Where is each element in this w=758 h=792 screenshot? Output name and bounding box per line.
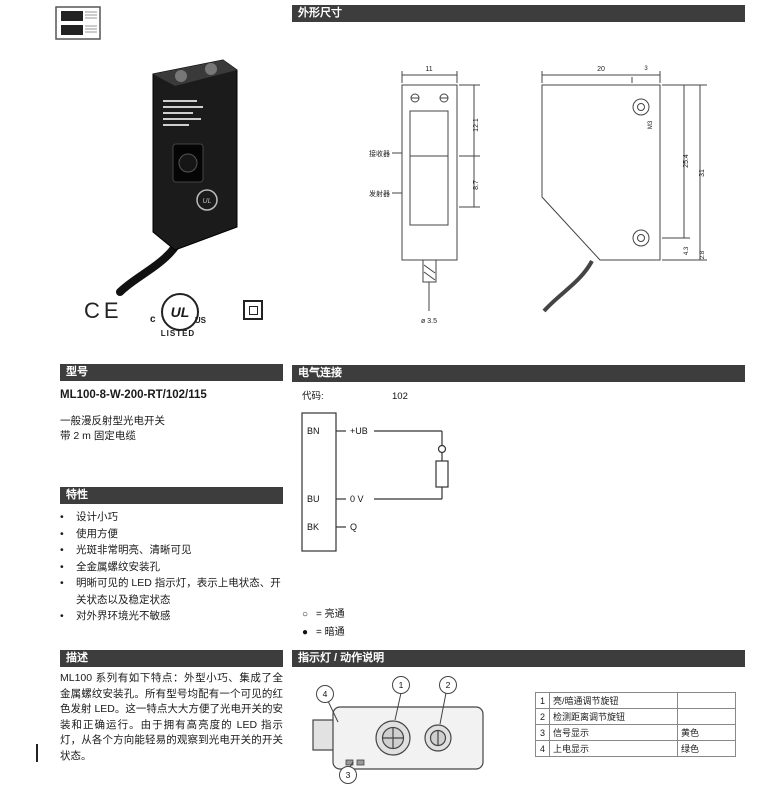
table-row: 3 信号显示 黄色 <box>535 724 736 741</box>
terminal-bn: BN <box>307 426 320 436</box>
ul-mark: c UL US LISTED <box>150 293 206 338</box>
signal-0v: 0 V <box>350 494 364 504</box>
ul-circle: UL <box>161 293 199 331</box>
table-row: 4 上电显示 绿色 <box>535 740 736 757</box>
list-item: •设计小巧 <box>60 511 118 523</box>
model-code: ML100-8-W-200-RT/102/115 <box>60 389 207 401</box>
dim-side-offset: 3 <box>644 66 648 72</box>
legend-dark-on-text: = 暗通 <box>316 625 345 638</box>
svg-text:UL: UL <box>203 198 212 205</box>
terminal-bu: BU <box>307 494 320 504</box>
wiring-diagram: 代码: 102 BN +UB BU 0 V BK Q ○ = 亮通 ● = 暗通 <box>292 385 745 650</box>
model-desc-1: 一般漫反射型光电开关 <box>60 415 165 427</box>
legend-dark-on-symbol: ● <box>302 627 308 638</box>
dim-side-width: 20 <box>597 66 605 73</box>
dim-front-cable: ø 3.5 <box>421 318 437 325</box>
indicator-table: 1 亮/暗通调节旋钮 2 检测距离调节旋钮 3 信号显示 黄色 4 上电显示 绿… <box>535 692 736 757</box>
dim-front-lower: 8.7 <box>473 180 480 190</box>
receiver-label: 接收器 <box>369 149 390 158</box>
description-text: ML100 系列有如下特点：外型小巧、集成了全金属螺纹安装孔。所有型号均配有一个… <box>60 672 283 762</box>
dim-side-3: 4.3 <box>684 246 690 255</box>
dimension-drawing: 11 12.1 8.7 接收器 发射器 ø 3.5 20 3 M3 25.4 3… <box>292 25 745 360</box>
product-photo: UL <box>115 52 265 302</box>
dim-front-width: 11 <box>425 66 432 73</box>
callout-1: 1 <box>399 680 404 690</box>
section-header-features: 特性 <box>60 487 283 504</box>
list-item: •明晰可见的 LED 指示灯，表示上电状态、开关状态以及稳定状态 <box>60 577 281 606</box>
section-header-dimensions: 外形尺寸 <box>292 5 745 22</box>
list-item: •光斑非常明亮、清晰可见 <box>60 544 192 556</box>
callout-3: 3 <box>346 770 351 780</box>
emitter-label: 发射器 <box>369 189 390 198</box>
features-list: •设计小巧 •使用方便 •光斑非常明亮、清晰可见 •全金属螺纹安装孔 •明晰可见… <box>60 509 283 625</box>
ul-c-label: c <box>150 314 156 325</box>
legend-light-on-symbol: ○ <box>302 609 308 620</box>
code-value: 102 <box>392 391 408 402</box>
callout-2: 2 <box>446 680 451 690</box>
signal-ub: +UB <box>350 426 368 436</box>
dim-front-upper: 12.1 <box>473 118 480 132</box>
model-desc-2: 带 2 m 固定电缆 <box>60 430 136 442</box>
dim-side-thread: M3 <box>648 120 654 129</box>
section-header-electrical: 电气连接 <box>292 365 745 382</box>
callout-4: 4 <box>323 689 328 699</box>
signal-q: Q <box>350 522 357 532</box>
table-row: 1 亮/暗通调节旋钮 <box>535 692 736 709</box>
ul-us-label: US <box>194 316 206 325</box>
section-header-indicators: 指示灯 / 动作说明 <box>292 650 745 667</box>
list-item: •对外界环境光不敏感 <box>60 610 171 622</box>
list-item: •使用方便 <box>60 527 118 540</box>
legend-light-on-text: = 亮通 <box>316 607 345 620</box>
dim-side-2: 31 <box>699 169 706 177</box>
page-edge-mark <box>36 744 38 762</box>
terminal-bk: BK <box>307 522 319 532</box>
code-label: 代码: <box>302 391 324 402</box>
section-header-model: 型号 <box>60 364 283 381</box>
list-item: •全金属螺纹安装孔 <box>60 560 160 573</box>
section-header-description: 描述 <box>60 650 283 667</box>
table-row: 2 检测距离调节旋钮 <box>535 708 736 725</box>
ul-listed-label: LISTED <box>160 329 196 338</box>
indicator-drawing: 1 2 4 3 <box>298 672 538 792</box>
ce-mark: CE <box>84 298 123 323</box>
dim-side-4: 2.8 <box>700 250 706 259</box>
logo <box>55 6 107 49</box>
protection-class-icon <box>243 300 263 320</box>
dim-side-1: 25.4 <box>683 154 690 168</box>
